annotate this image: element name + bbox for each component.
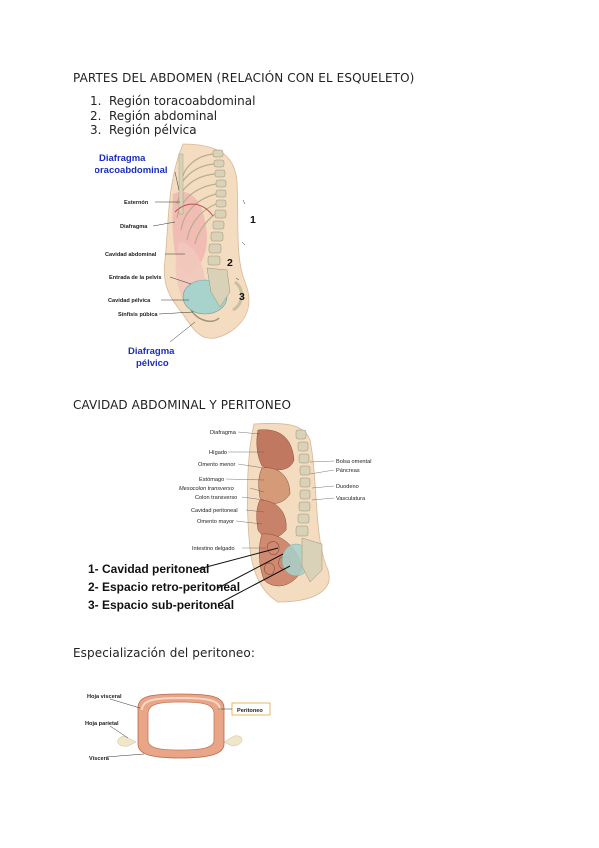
label-estomago: Estómago: [199, 477, 224, 483]
label-viscera: Víscera: [89, 756, 110, 762]
skeleton-figure: Diafragma toracoabdominal Esternón Diafr…: [95, 143, 256, 369]
list-item: 1.Región toracoabdominal: [90, 94, 256, 108]
label-hoja-visceral: Hoja visceral: [87, 694, 122, 700]
label-omento-menor: Omento menor: [198, 462, 235, 468]
list-item: 3.Región pélvica: [90, 123, 197, 137]
region-number-2: 2: [227, 257, 233, 269]
label-entrada-pelvis: Entrada de la pelvis: [109, 275, 162, 281]
label-cavidad-pelvica: Cavidad pélvica: [108, 298, 151, 304]
label-intestino-delgado: Intestino delgado: [192, 546, 235, 552]
region-number-1: 1: [250, 214, 256, 226]
legend-espacio-sub-peritoneal: 3- Espacio sub-peritoneal: [88, 598, 234, 612]
label-omento-mayor: Omento mayor: [197, 519, 234, 525]
section-title-abdomen-parts: PARTES DEL ABDOMEN (RELACIÓN CON EL ESQU…: [73, 71, 415, 85]
label-vasculatura: Vasculatura: [336, 496, 366, 502]
label-diafragma-2: Diafragma: [210, 430, 237, 436]
legend-cavidad-peritoneal: 1- Cavidad peritoneal: [88, 562, 209, 576]
section-title-cavidad: CAVIDAD ABDOMINAL Y PERITONEO: [73, 398, 292, 412]
label-sinfisis-pubica: Sínfisis púbica: [118, 312, 158, 318]
label-cavidad-peritoneal: Cavidad peritoneal: [191, 508, 238, 514]
label-esternon: Esternón: [124, 200, 149, 206]
label-higado: Hígado: [209, 450, 227, 456]
label-diafragma: Diafragma: [120, 224, 148, 230]
region-list: 1.Región toracoabdominal 2.Región abdomi…: [90, 94, 255, 138]
peritoneum-figure: Diafragma Hígado Omento menor Estómago M…: [88, 422, 371, 612]
label-peritoneo: Peritoneo: [237, 708, 263, 714]
list-item: 2.Región abdominal: [90, 108, 218, 123]
label-cavidad-abdominal: Cavidad abdominal: [105, 252, 157, 258]
label-mesocolon-transverso: Mesocolon transverso: [179, 486, 234, 492]
section-title-especializacion: Especialización del peritoneo:: [73, 646, 255, 660]
label-diafragma-pelvico-2: pélvico: [136, 358, 169, 369]
label-colon-transverso: Colon transverso: [195, 495, 237, 501]
region-number-3: 3: [239, 291, 245, 303]
label-hoja-parietal: Hoja parietal: [85, 721, 119, 727]
label-diafragma-toracoabdominal-2: toracoabdominal: [95, 165, 168, 176]
peritoneum-layers-figure: Hoja visceral Hoja parietal Víscera Peri…: [85, 693, 271, 762]
label-pancreas: Páncreas: [336, 468, 360, 474]
label-diafragma-pelvico: Diafragma: [128, 346, 175, 357]
label-diafragma-toracoabdominal: Diafragma: [99, 153, 146, 164]
label-bolsa-omental: Bolsa omental: [336, 459, 371, 465]
label-duodeno: Duodeno: [336, 484, 359, 490]
legend-espacio-retro-peritoneal: 2- Espacio retro-peritoneal: [88, 580, 240, 594]
